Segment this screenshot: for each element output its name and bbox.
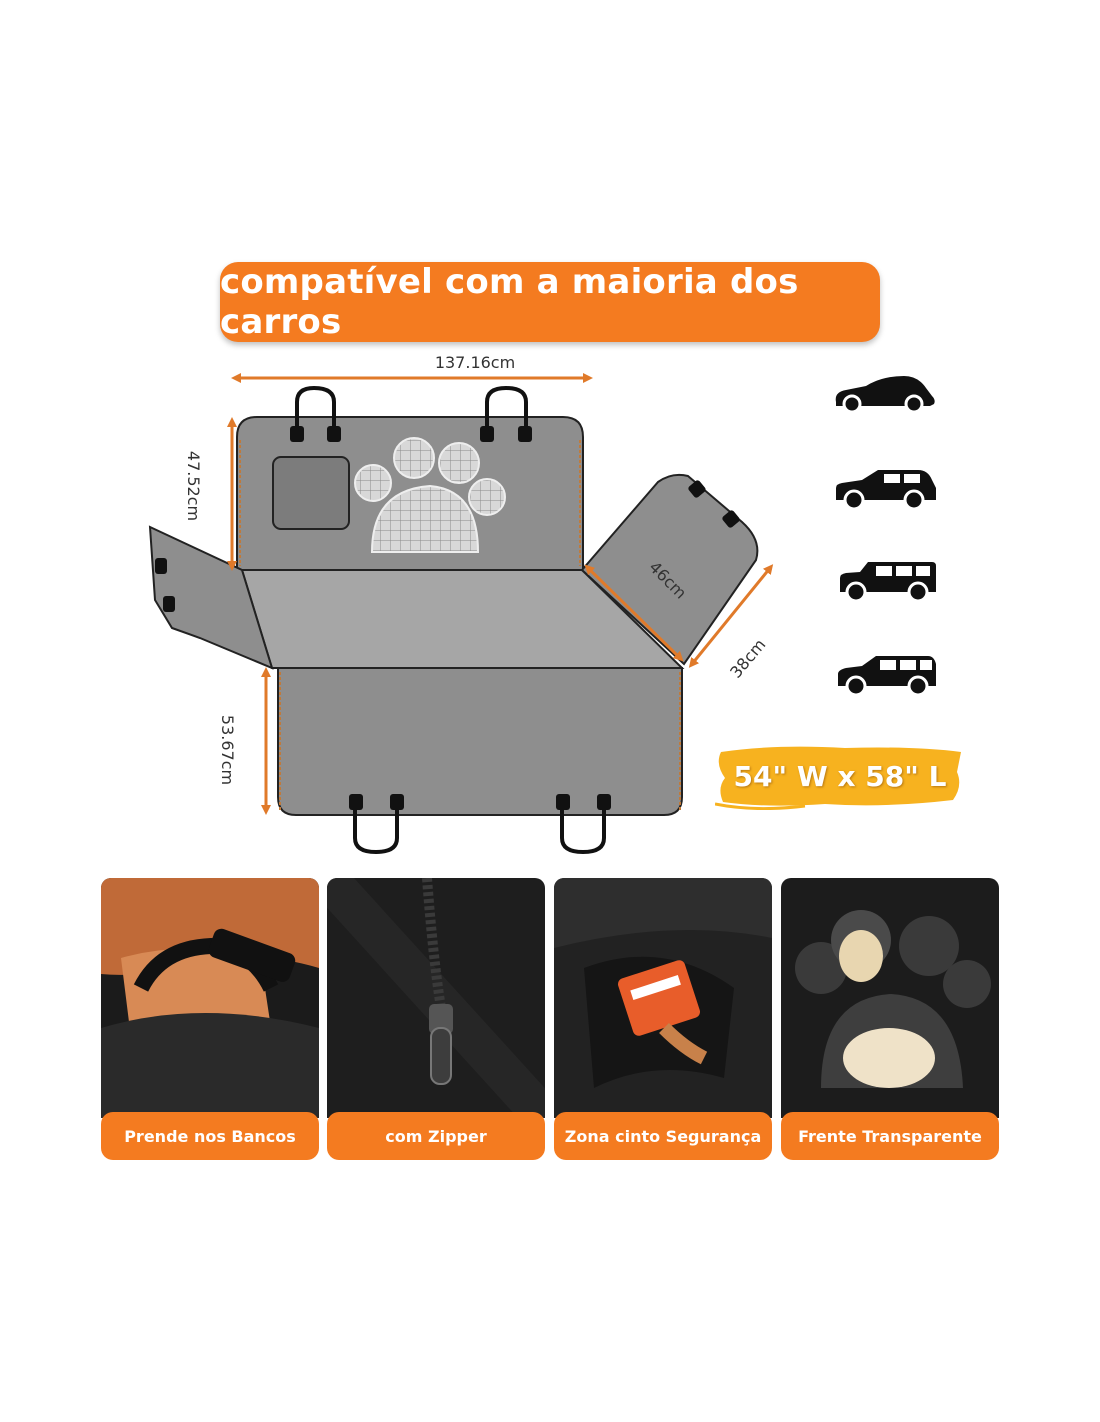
headrest-strap-right: [480, 385, 532, 442]
dimension-arrow-flap-length: [584, 564, 684, 662]
storage-pocket: [272, 456, 350, 530]
seat-anchor-photo: [101, 878, 319, 1118]
feature-label: com Zipper: [327, 1112, 545, 1160]
seat-anchor-right: [556, 794, 611, 855]
feature-label: Frente Transparente: [781, 1112, 999, 1160]
dimension-arrow-flap-width: [688, 564, 774, 668]
transparent-front-photo: [781, 878, 999, 1118]
front-apron: [277, 667, 683, 816]
suv-icon: [836, 470, 936, 511]
headrest-strap-left: [290, 385, 341, 442]
side-flap-left: [148, 525, 274, 670]
headline-text: compatível com a maioria dos carros: [220, 262, 799, 342]
hatchback-icon: [838, 656, 936, 697]
dimension-label-flap-width: 38cm: [726, 635, 769, 681]
size-tag: 54" W x 58" L: [714, 742, 965, 811]
feature-card-transparent-front: Frente Transparente: [781, 878, 999, 1160]
zipper-photo: [327, 878, 545, 1118]
brush-stroke-background: [714, 746, 961, 811]
feature-label: Prende nos Bancos: [101, 1112, 319, 1160]
sedan-icon: [835, 376, 935, 414]
feature-card-seat-anchor: Prende nos Bancos: [101, 878, 319, 1160]
wagon-suv-icon: [840, 562, 936, 603]
dimension-label-back-height: 47.52cm: [184, 451, 203, 521]
dimension-label-front-height: 53.67cm: [218, 715, 237, 785]
size-text: 54" W x 58" L: [733, 759, 947, 793]
feature-card-seatbelt-zone: Zona cinto Segurança: [554, 878, 772, 1160]
paw-mesh-window: [354, 437, 506, 553]
dimension-label-width: 137.16cm: [435, 353, 515, 372]
seat-anchor-left: [349, 794, 404, 855]
feature-label: Zona cinto Segurança: [554, 1112, 772, 1160]
seatbelt-photo: [554, 878, 772, 1118]
feature-card-zipper: com Zipper: [327, 878, 545, 1160]
headline-banner: compatível com a maioria dos carros: [220, 262, 880, 342]
